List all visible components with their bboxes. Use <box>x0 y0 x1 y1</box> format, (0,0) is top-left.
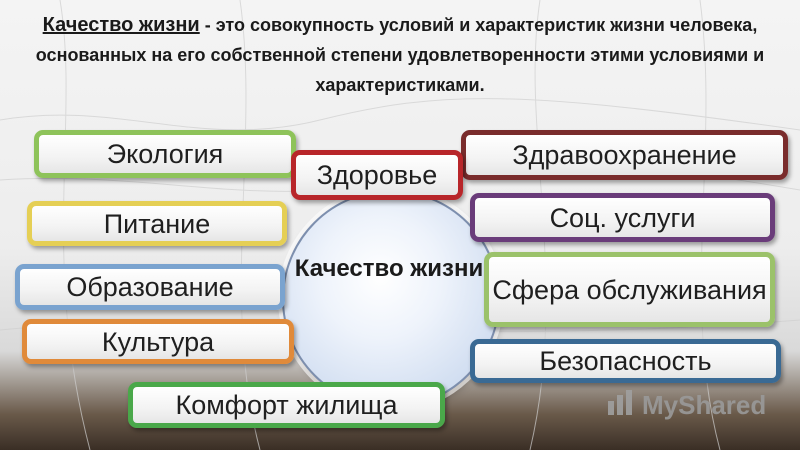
factor-ecology: Экология <box>34 130 296 178</box>
center-circle <box>282 190 500 408</box>
watermark-text: MyShared <box>642 389 767 420</box>
definition-header: Качество жизни - это совокупность услови… <box>14 10 786 100</box>
watermark-logo: MyShared <box>606 385 766 425</box>
factor-service-sector: Сфера обслуживания <box>484 252 775 327</box>
factor-safety: Безопасность <box>470 339 781 383</box>
center-label: Качество жизни <box>294 255 484 282</box>
factor-culture: Культура <box>22 319 294 364</box>
factor-housing-comfort: Комфорт жилища <box>128 382 445 428</box>
defined-term: Качество жизни <box>42 14 200 36</box>
bar-chart-icon <box>606 387 642 424</box>
factor-health: Здоровье <box>291 150 463 200</box>
factor-healthcare: Здравоохранение <box>461 130 788 180</box>
factor-social-services: Соц. услуги <box>470 193 775 242</box>
factor-education: Образование <box>15 264 285 310</box>
definition-text: - это совокупность условий и характерист… <box>35 15 765 95</box>
factor-nutrition: Питание <box>27 201 287 246</box>
